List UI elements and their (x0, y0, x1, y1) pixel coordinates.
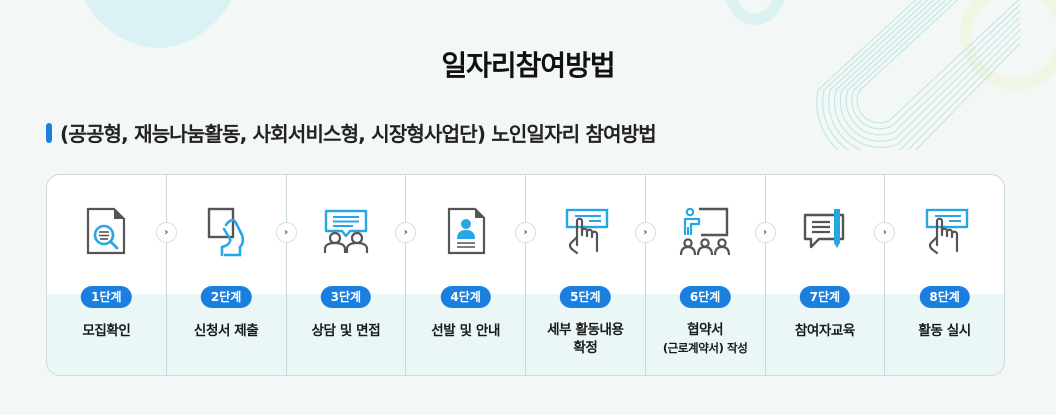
step-badge: 2단계 (200, 286, 252, 308)
chevron-right-icon: › (882, 227, 887, 238)
speech-bubble-pen-icon (799, 205, 851, 257)
section-title-text: (공공형, 재능나눔활동, 사회서비스형, 시장형사업단) 노인일자리 참여방법 (60, 122, 657, 146)
step-label: 신청서 제출 (193, 323, 259, 339)
step-7: › 7단계 참여자교육 (766, 175, 896, 375)
step-8: 8단계 활동 실시 (885, 175, 1004, 375)
next-step-arrow: › (395, 222, 417, 243)
chevron-right-icon: › (164, 227, 169, 238)
chevron-right-icon: › (762, 227, 768, 238)
step-label: 상담 및 면접 (311, 323, 381, 339)
step-4: › 4단계 선발 및 안내 (406, 175, 536, 375)
step-1: › 1단계 모집확인 (47, 175, 177, 375)
step-label: 모집확인 (82, 323, 131, 339)
presentation-audience-icon (679, 205, 731, 257)
section-heading: (공공형, 재능나눔활동, 사회서비스형, 시장형사업단) 노인일자리 참여방법 (46, 118, 657, 147)
steps-card: › 1단계 모집확인 › 2단계 신청서 제출 (46, 174, 1005, 376)
step-label: 세부 활동내용 확정 (530, 321, 641, 357)
step-badge: 5단계 (560, 286, 611, 308)
step-label-line1: 협약서 (687, 322, 724, 338)
step-badge: 1단계 (81, 286, 132, 308)
chevron-right-icon: › (523, 227, 528, 238)
document-search-icon (80, 205, 132, 257)
profile-document-icon (440, 205, 492, 257)
step-badge: 6단계 (679, 286, 731, 308)
chevron-right-icon: › (403, 227, 408, 238)
next-step-arrow: › (275, 222, 297, 243)
decorative-ring (725, 0, 785, 25)
step-6: › 6단계 협약서 (근로계약서) 작성 (646, 175, 776, 375)
step-label: 참여자교육 (794, 323, 856, 339)
step-label-line2: (근로계약서) 작성 (662, 341, 748, 355)
chevron-right-icon: › (643, 227, 648, 238)
step-3: › 3단계 상담 및 면접 (287, 175, 417, 375)
step-label-line2: 확정 (573, 340, 598, 356)
step-label: 협약서 (근로계약서) 작성 (650, 321, 761, 357)
next-step-arrow: › (754, 222, 776, 243)
next-step-arrow: › (155, 222, 177, 243)
next-step-arrow: › (634, 222, 656, 243)
step-5: › 5단계 세부 활동내용 확정 (526, 175, 656, 375)
step-badge: 3단계 (320, 286, 372, 308)
step-badge: 4단계 (440, 286, 491, 308)
next-step-arrow: › (874, 222, 896, 243)
consultation-people-icon (320, 205, 372, 257)
step-badge: 7단계 (799, 286, 851, 308)
step-label-line1: 세부 활동내용 (547, 322, 624, 338)
next-step-arrow: › (515, 222, 536, 243)
page-title: 일자리참여방법 (441, 49, 615, 82)
hand-holding-paper-icon (200, 205, 252, 257)
chevron-right-icon: › (283, 227, 289, 238)
step-label: 활동 실시 (918, 323, 971, 339)
step-2: › 2단계 신청서 제출 (167, 175, 297, 375)
hand-pointer-screen-icon (919, 205, 971, 257)
step-badge: 8단계 (919, 286, 970, 308)
heading-accent-bar (46, 122, 52, 143)
hand-pointer-screen-icon (559, 205, 611, 257)
step-label: 선발 및 안내 (431, 323, 500, 339)
